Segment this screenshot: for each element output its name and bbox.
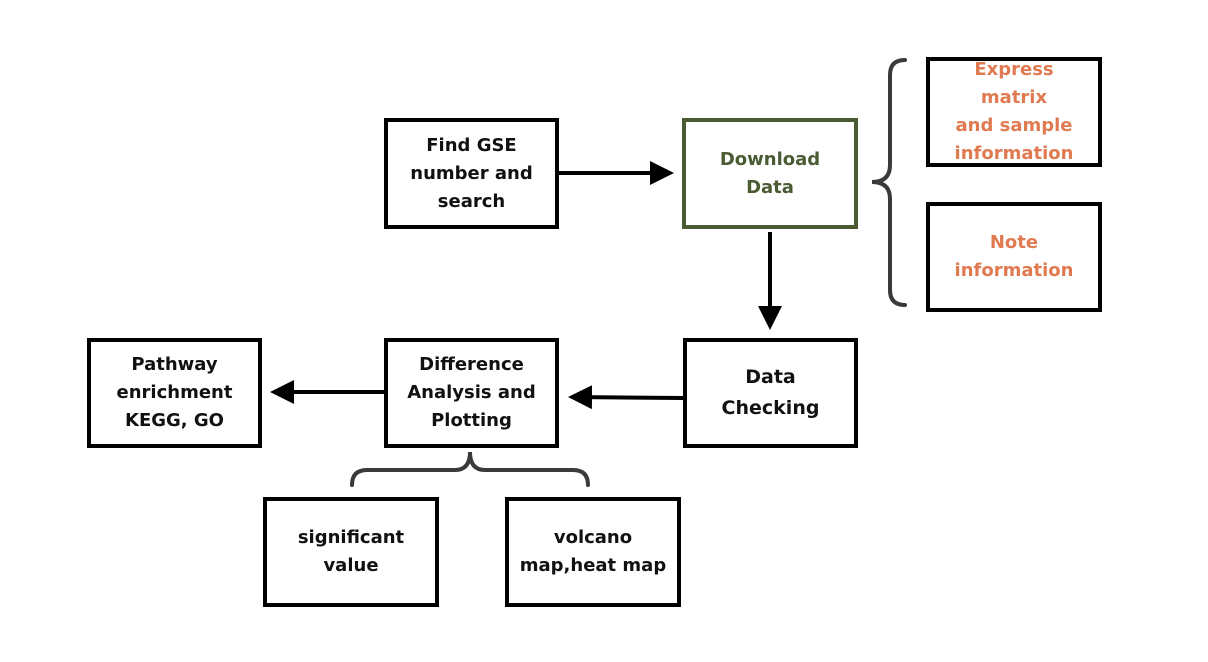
node-download-data: Download Data <box>682 118 858 229</box>
node-difference-analysis-label: Difference Analysis and Plotting <box>407 354 536 431</box>
node-data-checking-label: Data Checking <box>721 366 820 419</box>
node-find-gse: Find GSE number and search <box>384 118 559 229</box>
node-volcano-heat-map-label: volcano map,heat map <box>519 527 667 576</box>
node-pathway-enrichment: Pathway enrichment KEGG, GO <box>87 338 262 448</box>
brace-download-outputs <box>871 58 907 307</box>
node-data-checking: Data Checking <box>683 338 858 448</box>
node-find-gse-label: Find GSE number and search <box>410 134 533 212</box>
brace-difference-outputs <box>350 451 590 487</box>
node-note-information: Note information <box>926 202 1102 312</box>
node-express-matrix-label: Express matrix and sample information <box>954 59 1074 164</box>
arrow-checking-to-difference <box>568 385 684 410</box>
node-note-information-label: Note information <box>954 232 1074 281</box>
node-download-data-label: Download Data <box>719 148 821 198</box>
node-significant-value-label: significant value <box>297 527 405 576</box>
node-volcano-heat-map: volcano map,heat map <box>505 497 681 607</box>
node-difference-analysis: Difference Analysis and Plotting <box>384 338 559 448</box>
node-pathway-enrichment-label: Pathway enrichment KEGG, GO <box>116 354 233 431</box>
node-significant-value: significant value <box>263 497 439 607</box>
node-express-matrix: Express matrix and sample information <box>926 57 1102 167</box>
